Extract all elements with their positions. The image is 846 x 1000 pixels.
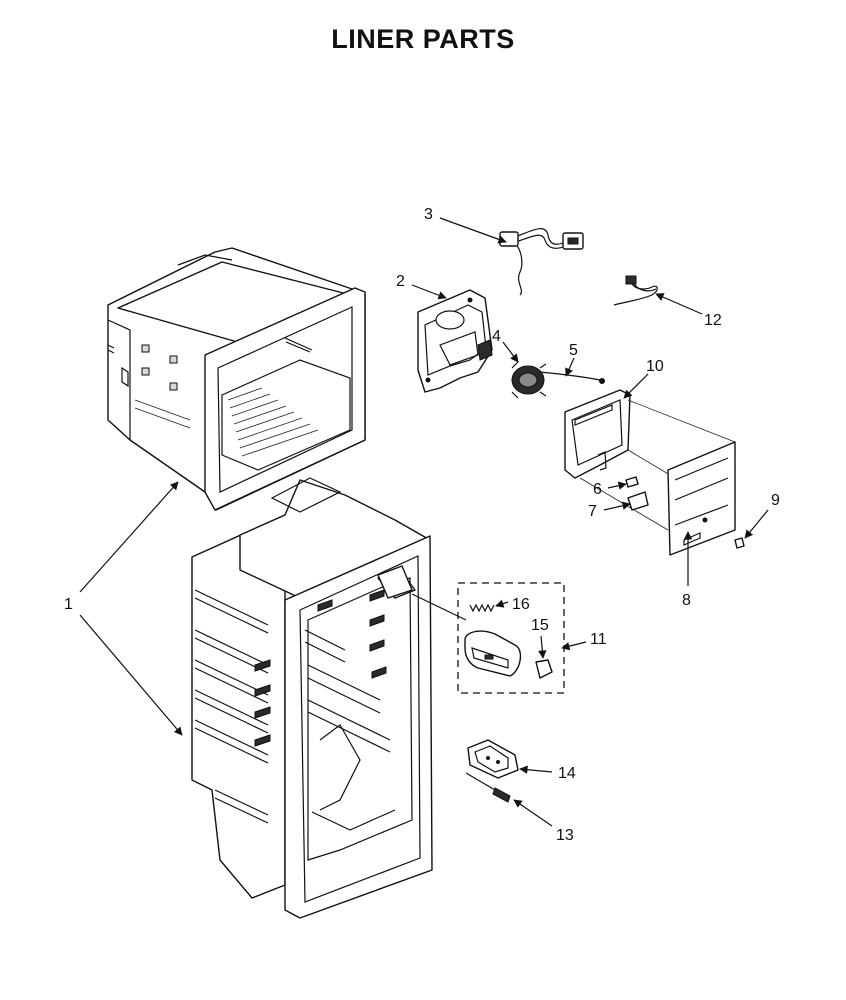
callout-3: 3 [424, 206, 433, 223]
callout-14: 14 [558, 765, 576, 782]
upper-liner-part [107, 247, 366, 511]
callout-9: 9 [771, 492, 780, 509]
callout-11: 11 [590, 631, 607, 648]
callout-12: 12 [704, 312, 722, 329]
sensor-wire-part [539, 371, 605, 384]
callout-5: 5 [569, 342, 578, 359]
callout-labels: 1 2 3 4 5 6 7 8 9 10 11 12 13 14 15 16 [64, 206, 780, 844]
wire-harness-part [499, 228, 584, 296]
bracket-part [467, 739, 519, 779]
callout-13: 13 [556, 827, 574, 844]
callout-10: 10 [646, 358, 664, 375]
control-box-part [564, 389, 745, 556]
callout-1: 1 [64, 596, 73, 613]
callout-8: 8 [682, 592, 691, 609]
air-housing-part [417, 289, 493, 393]
lower-liner-part [191, 477, 433, 919]
probe-part [465, 772, 511, 803]
fan-motor-part [511, 361, 547, 399]
callout-6: 6 [593, 481, 602, 498]
callout-4: 4 [492, 328, 501, 345]
small-harness-part [613, 275, 658, 306]
light-assembly-part [377, 565, 565, 694]
callout-2: 2 [396, 273, 405, 290]
leader-lines [79, 217, 769, 827]
callout-16: 16 [512, 596, 530, 613]
callout-7: 7 [588, 503, 597, 520]
callout-15: 15 [531, 617, 549, 634]
page-title: LINER PARTS [331, 24, 515, 54]
